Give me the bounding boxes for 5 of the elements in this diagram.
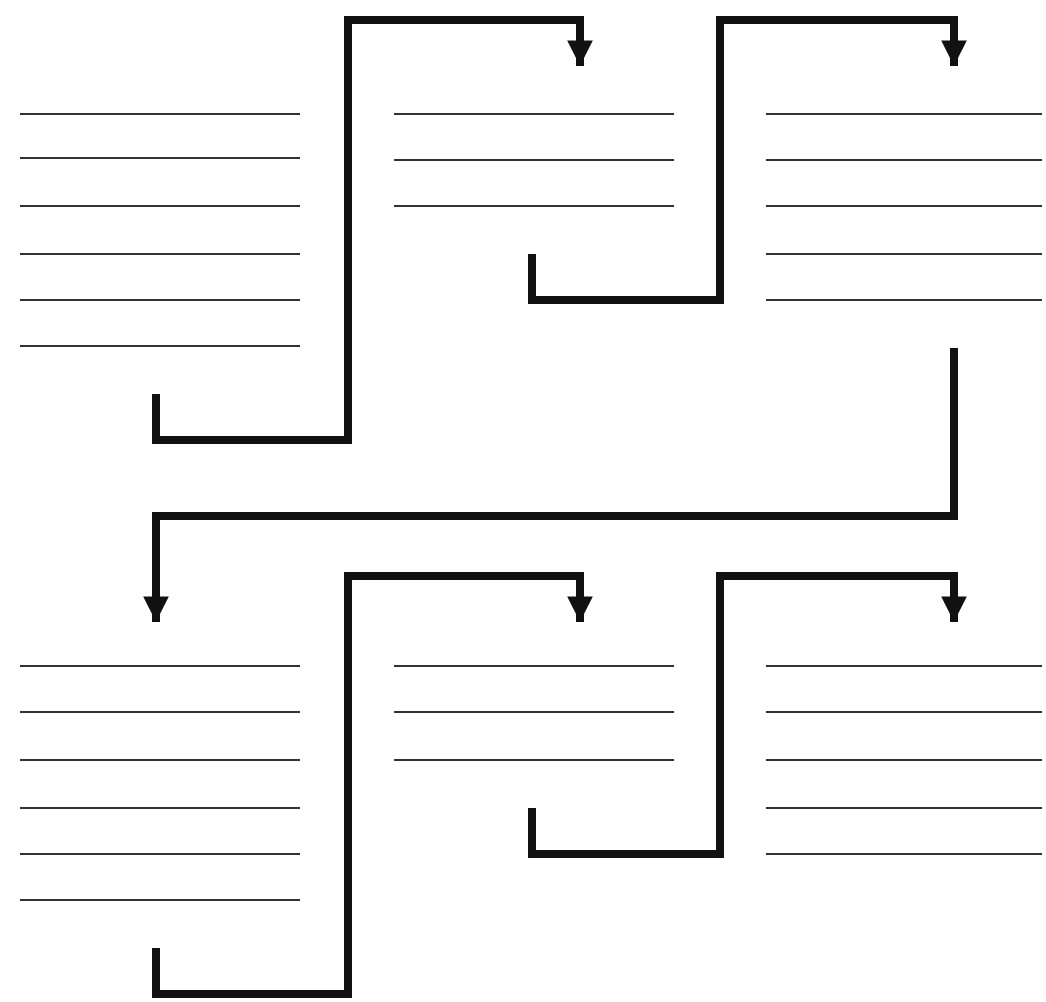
arrow xyxy=(528,16,967,304)
arrow xyxy=(152,572,593,998)
arrow xyxy=(152,16,593,444)
arrow xyxy=(143,348,958,622)
arrow xyxy=(528,572,967,858)
